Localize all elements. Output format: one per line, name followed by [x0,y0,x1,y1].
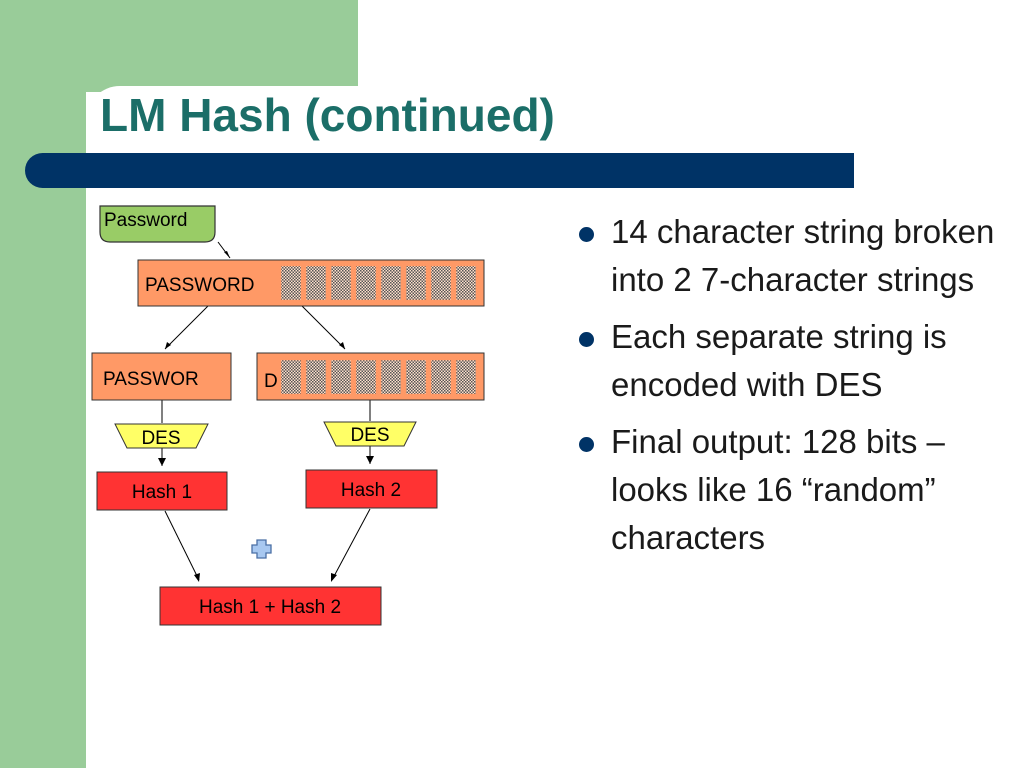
padding-block [305,359,327,395]
bullet-dot-icon [579,332,594,347]
padding-block [280,359,302,395]
padding-blocks-right-half [280,359,477,395]
bullet-list: 14 character string broken into 2 7-char… [576,208,996,571]
left-half-label: PASSWOR [103,369,199,390]
bullet-dot-icon [579,227,594,242]
bullet-text-3: Final output: 128 bits – looks like 16 “… [611,423,945,556]
padding-block [430,359,452,395]
left-half-box [91,352,232,401]
bullet-item-2: Each separate string is encoded with DES [576,313,996,409]
des-left-shape [114,423,209,449]
padding-block [330,265,352,301]
title-underline-bar [25,153,854,188]
bullet-item-3: Final output: 128 bits – looks like 16 “… [576,418,996,562]
des-left-label: DES [141,428,180,449]
padding-blocks-top [280,265,477,301]
padding-block [330,359,352,395]
padding-block [380,359,402,395]
bullet-text-2: Each separate string is encoded with DES [611,318,947,403]
bullet-text-1: 14 character string broken into 2 7-char… [611,213,995,298]
combined-hash-label: Hash 1 + Hash 2 [199,597,341,618]
padding-block [430,265,452,301]
hash1-label: Hash 1 [132,482,192,503]
padding-block [280,265,302,301]
padding-block [455,359,477,395]
des-right-label: DES [350,425,389,446]
slide-title: LM Hash (continued) [100,89,555,141]
hash2-label: Hash 2 [341,480,401,501]
padding-block [405,265,427,301]
bullet-item-1: 14 character string broken into 2 7-char… [576,208,996,304]
arrow-heads [158,251,374,582]
des-right-shape [323,421,417,447]
padded-password-label: PASSWORD [145,275,254,296]
password-label: Password [104,210,187,231]
plus-icon [251,539,272,559]
left-decor-band [0,0,86,768]
bullet-dot-icon [579,437,594,452]
right-half-label: D [264,371,278,392]
top-decor-band [0,0,358,92]
hash1-box [96,471,228,511]
hash2-box [305,469,438,509]
combined-hash-box [159,586,382,626]
padding-block [380,265,402,301]
padding-block [305,265,327,301]
password-box [99,205,216,243]
padding-block [405,359,427,395]
padding-block [455,265,477,301]
padding-block [355,359,377,395]
padding-block [355,265,377,301]
